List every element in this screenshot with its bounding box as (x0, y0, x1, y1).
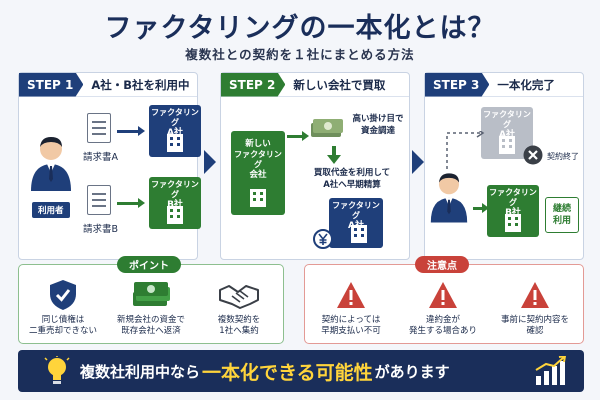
caution-item: 違約金が発生する場合あり (399, 279, 487, 337)
building-icon (167, 206, 183, 224)
invoice-b-icon (87, 185, 111, 215)
company-a-box: ファクタリング A社 (149, 105, 201, 157)
arrow-to-funding (287, 131, 309, 141)
step-1-panel: STEP 1 A社・B社を利用中 利用者 請求書A ファクタリング A社 請求書… (18, 72, 201, 260)
company-b-box: ファクタリング B社 (487, 185, 539, 237)
money-stack-icon (311, 119, 343, 137)
funding-note: 高い掛け目で 資金調達 (352, 114, 404, 136)
step-arrow-2 (412, 150, 424, 174)
points-panel: ポイント 同じ債権は二重売却できない 新規会社の資金で既存会社へ返済 (18, 256, 284, 344)
warning-icon (521, 282, 549, 308)
new-company-box: 新しい ファクタリング 会社 (231, 131, 285, 215)
yen-coin-icon (313, 229, 333, 249)
dotted-connector (446, 131, 485, 169)
money-icon (133, 282, 170, 306)
step-2-panel: STEP 2 新しい会社で買取 新しい ファクタリング 会社 高い掛け目で 資金… (220, 72, 410, 260)
building-icon (499, 136, 515, 154)
company-a-terminated-box: ファクタリング A社 (481, 107, 533, 159)
step-2-badge: STEP 2 (221, 72, 286, 97)
page-title: ファクタリングの一本化とは？ (104, 13, 496, 44)
invoice-a-icon (87, 113, 111, 143)
shield-check-icon (50, 280, 76, 310)
lightbulb-icon (44, 356, 70, 384)
payoff-note: 買取代金を利用して A社へ早期精算 (313, 168, 391, 190)
conclusion-text: 複数社利用中なら 一本化できる可能性 があります (80, 350, 450, 392)
company-b-box: ファクタリング B社 (149, 177, 201, 229)
caution-item: 契約によっては早期支払い不可 (307, 279, 395, 337)
invoice-a-label: 請求書A (83, 152, 118, 163)
invoice-b-label: 請求書B (83, 224, 119, 235)
user-person-icon (430, 173, 468, 223)
building-icon (505, 214, 521, 232)
building-icon (351, 225, 367, 243)
page-subtitle: 複数社との契約を１社にまとめる方法 (185, 47, 415, 62)
step-3-badge: STEP 3 (425, 72, 490, 97)
step-1-badge: STEP 1 (19, 72, 84, 97)
points-tag: ポイント (117, 256, 181, 273)
continued-badge: 継続 利用 (545, 197, 579, 233)
arrow-to-company-b (117, 198, 145, 208)
point-item: 同じ債権は二重売却できない (19, 279, 107, 337)
conclusion-highlight: 一本化できる可能性 (202, 361, 373, 384)
handshake-icon (219, 285, 259, 309)
conclusion-banner: 複数社利用中なら 一本化できる可能性 があります (18, 350, 584, 392)
user-person-icon (31, 137, 71, 191)
cautions-panel: 注意点 契約によっては早期支払い不可 違約金が発生する場合あり 事前に契約内容を… (304, 256, 584, 344)
step-3-label: 一本化完了 (497, 77, 555, 92)
arrow-to-company-a (117, 126, 145, 136)
building-icon (167, 134, 183, 152)
step-arrow-1 (204, 150, 216, 174)
close-circle-icon (523, 145, 543, 165)
point-item: 新規会社の資金で既存会社へ返済 (107, 279, 195, 337)
building-icon (250, 189, 266, 207)
warning-icon (429, 282, 457, 308)
terminated-label: 契約終了 (547, 152, 579, 161)
step-1-label: A社・B社を利用中 (91, 77, 190, 92)
step-3-panel: STEP 3 一本化完了 ファクタリング A社 契約終了 ファクタリング B社 … (424, 72, 584, 260)
caution-item: 事前に契約内容を確認 (491, 279, 579, 337)
cautions-tag: 注意点 (415, 256, 469, 273)
arrow-down-icon (327, 146, 341, 164)
user-label: 利用者 (32, 202, 70, 218)
growth-chart-icon (535, 356, 567, 385)
arrow-to-company-b (473, 203, 489, 213)
company-a-box: ファクタリング A社 (329, 198, 383, 248)
step-2-label: 新しい会社で買取 (293, 77, 386, 92)
warning-icon (337, 282, 365, 308)
